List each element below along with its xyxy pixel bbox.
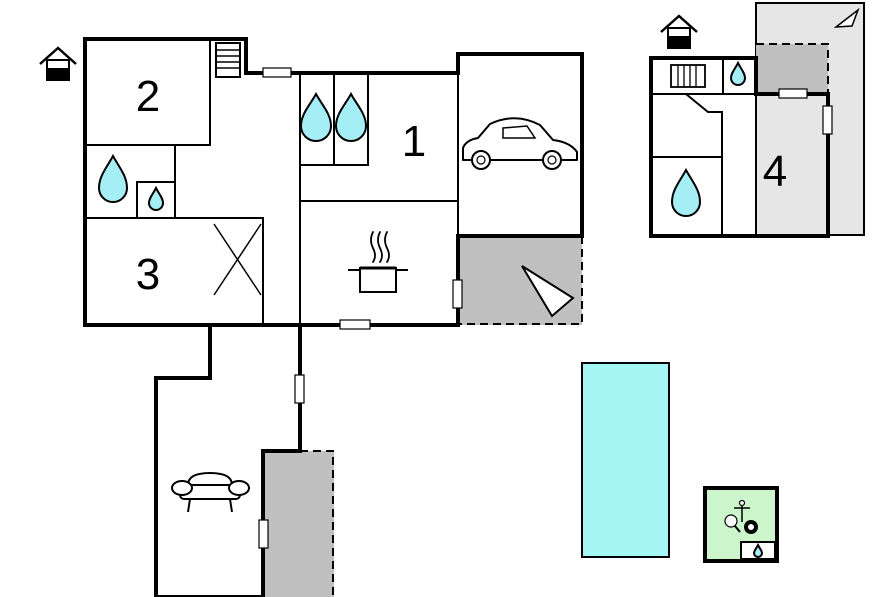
- annex-inner-walls: [651, 58, 756, 236]
- living-terrace: [263, 451, 334, 597]
- water-drop-icon: [334, 91, 368, 142]
- door: [339, 319, 371, 330]
- door: [822, 105, 833, 135]
- wardrobe-icon: [213, 223, 262, 296]
- water-drop-icon: [752, 542, 764, 558]
- door: [452, 279, 463, 309]
- garage-terrace: [458, 236, 582, 325]
- sofa-icon: [171, 471, 250, 513]
- water-drop-icon: [97, 153, 129, 203]
- stairs-icon: [215, 42, 241, 78]
- pool: [581, 362, 670, 558]
- room-number-2: 2: [136, 72, 160, 121]
- water-drop-icon: [299, 91, 333, 142]
- door: [778, 88, 808, 99]
- games-icon: [724, 499, 758, 534]
- annex-stairs-icon: [670, 64, 706, 88]
- annex-terrace: [755, 2, 865, 236]
- car-icon: [462, 117, 578, 170]
- living-room-outline: [154, 323, 302, 597]
- annex-outline: [649, 56, 830, 238]
- door: [294, 374, 305, 404]
- water-drop-icon: [147, 185, 165, 211]
- inner-walls: [85, 39, 459, 325]
- compass-icon: [521, 265, 575, 318]
- room-number-4: 4: [763, 147, 787, 196]
- annex-covered-area: [756, 44, 828, 92]
- door: [262, 67, 292, 78]
- main-house-outline: [83, 37, 584, 327]
- water-drop-icon: [729, 60, 747, 86]
- room-number-1: 1: [402, 117, 426, 166]
- house-icon: [39, 46, 77, 81]
- room-number-3: 3: [136, 250, 160, 299]
- water-drop-icon: [670, 167, 702, 217]
- cooking-pot-icon: [348, 231, 408, 293]
- door: [258, 519, 269, 549]
- annex-house-icon: [660, 14, 698, 49]
- annex-compass-icon: [833, 7, 860, 28]
- washbasin: [136, 181, 176, 219]
